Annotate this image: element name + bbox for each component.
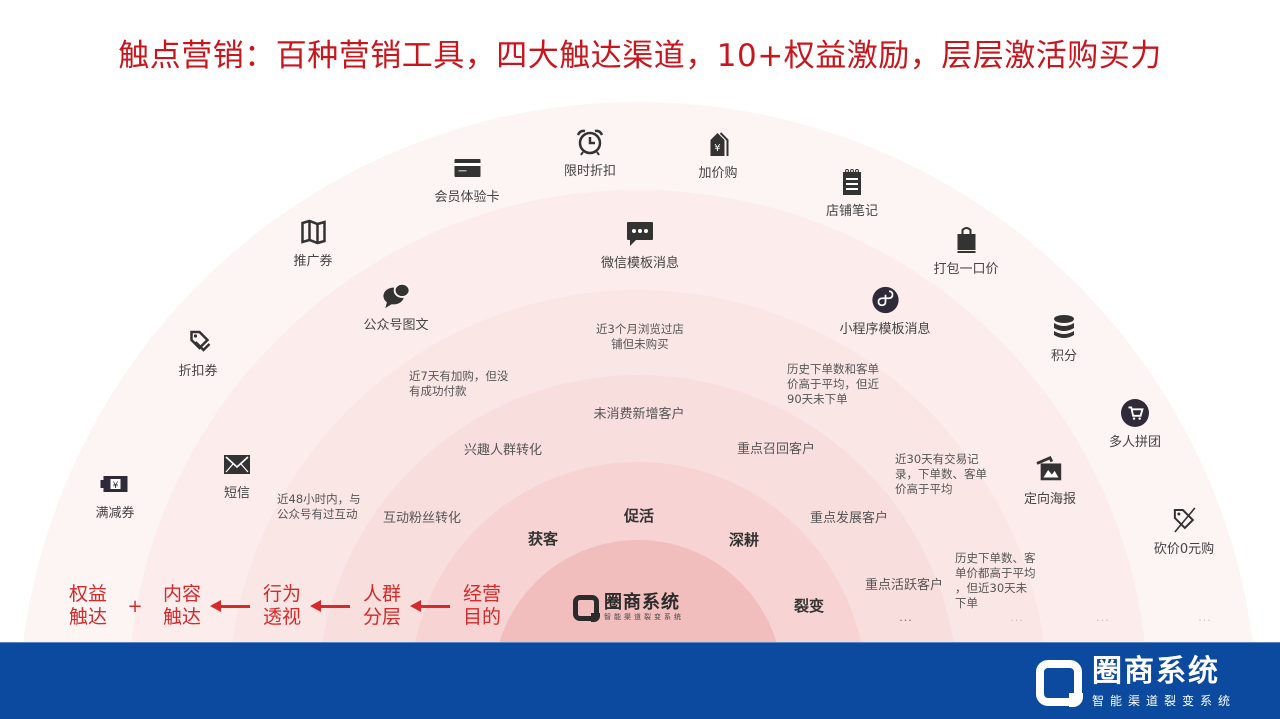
segment-interest-group: 兴趣人群转化 (463, 443, 543, 458)
ellipsis-marker: ... (1096, 611, 1110, 624)
segment-develop: 重点发展客户 (809, 511, 889, 526)
segment-interactive-fans: 互动粉丝转化 (382, 511, 462, 526)
page-title: 触点营销：百种营销工具，四大触达渠道，10+权益激励，层层激活购买力 (118, 38, 1162, 74)
tool-discount-coupon: 折扣券 (178, 328, 218, 379)
cart-icon (1120, 399, 1149, 427)
flow-step-content-reach: 内容触达 (162, 583, 201, 628)
tool-promotion-coupon: 推广券 (293, 218, 333, 269)
goal-activate: 促活 (623, 507, 655, 525)
logo-slogan: 智能渠道裂变系统 (604, 613, 684, 621)
message-dots-icon (626, 222, 653, 246)
map-icon (300, 219, 326, 245)
strategy-flow: 权益触达 + 内容触达 行为透视 人群分层 经营目的 (62, 583, 508, 629)
chat-bubbles-icon (382, 282, 410, 309)
segment-note-interest-group: 近7天有加购，但没 有成功付款 (409, 369, 509, 398)
channel-targeted-poster: 定向海报 (1024, 456, 1076, 507)
tool-bargain-free: 砍价0元购 (1154, 506, 1214, 557)
segment-note-recall: 历史下单数和客单 价高于平均，但近 90天未下单 (787, 362, 879, 406)
arrow-left-icon (310, 599, 354, 613)
ellipsis-marker: ... (899, 611, 913, 624)
logo-name: 圈商系统 (604, 592, 680, 613)
center-logo: 圈商系统 智能渠道裂变系统 (573, 593, 684, 622)
tool-group-buy: 多人拼团 (1109, 399, 1161, 450)
concentric-diagram (18, 102, 1258, 642)
mini-program-icon (871, 286, 899, 314)
arrow-left-icon (410, 599, 454, 613)
tool-member-trial-card: 会员体验卡 (434, 154, 500, 205)
segment-active: 重点活跃客户 (864, 578, 944, 593)
ellipsis-marker: ... (1010, 611, 1024, 624)
tool-points: 积分 (1049, 313, 1079, 364)
svg-text:¥: ¥ (112, 481, 118, 491)
price-tag-yuan-icon: ¥ (709, 132, 728, 156)
goal-acquire: 获客 (527, 530, 559, 548)
shopping-bag-icon (956, 227, 975, 253)
segment-recall: 重点召回客户 (736, 442, 816, 457)
flow-step-business-goal: 经营目的 (462, 583, 501, 628)
footer-logo-slogan: 智能渠道裂变系统 (1091, 694, 1236, 708)
envelope-icon (224, 455, 250, 474)
tool-flash-discount: 限时折扣 (564, 128, 616, 179)
segment-note-develop: 近30天有交易记 录，下单数、客单 价高于平均 (895, 452, 987, 496)
segment-note-active: 历史下单数、客 单价都高于平均 ，但近30天未 下单 (955, 551, 1036, 610)
footer-logo: 圈商系统 智能渠道裂变系统 (1035, 654, 1236, 709)
coins-stack-icon (1054, 315, 1074, 338)
tool-full-reduction-coupon: ¥ 满减券 (95, 470, 135, 521)
tool-add-on-purchase: ¥ 加价购 (698, 130, 738, 181)
card-icon (453, 159, 480, 177)
flow-step-benefit-reach: 权益触达 (68, 583, 107, 628)
flow-step-behavior-insight: 行为透视 (262, 583, 301, 628)
yuan-ticket-icon: ¥ (99, 476, 127, 492)
alarm-clock-icon (576, 129, 604, 156)
channel-mini-program-template-message: 小程序模板消息 (839, 286, 931, 337)
segment-note-interactive-fans: 近48小时内，与 公众号有过互动 (277, 492, 361, 521)
segment-new-non-purchasing: 未消费新增客户 (593, 407, 685, 422)
discount-tag-icon (189, 330, 210, 352)
tool-bundle-price: 打包一口价 (933, 226, 999, 277)
notepad-icon (842, 169, 861, 195)
arrow-left-icon (210, 599, 254, 613)
goal-deepen: 深耕 (728, 531, 760, 549)
svg-text:¥: ¥ (714, 143, 720, 154)
flow-step-audience-tiers: 人群分层 (362, 583, 401, 628)
poster-image-icon (1036, 456, 1062, 481)
channel-official-account-article: 公众号图文 (363, 282, 429, 333)
logo-q-icon (1035, 659, 1083, 707)
channel-wechat-template-message: 微信模板消息 (601, 220, 679, 271)
goal-fission: 裂变 (793, 597, 825, 615)
cut-tag-icon (1174, 507, 1196, 533)
segment-note-new-non-purchasing: 近3个月浏览过店 铺但未购买 (596, 322, 684, 351)
footer-logo-name: 圈商系统 (1091, 654, 1220, 689)
logo-q-icon (573, 594, 600, 622)
tool-store-notes: 店铺笔记 (826, 168, 878, 219)
channel-sms: 短信 (222, 450, 252, 501)
ellipsis-marker: ... (1198, 611, 1212, 624)
footer-bar: 圈商系统 智能渠道裂变系统 (0, 642, 1280, 719)
plus-icon: + (127, 595, 143, 617)
